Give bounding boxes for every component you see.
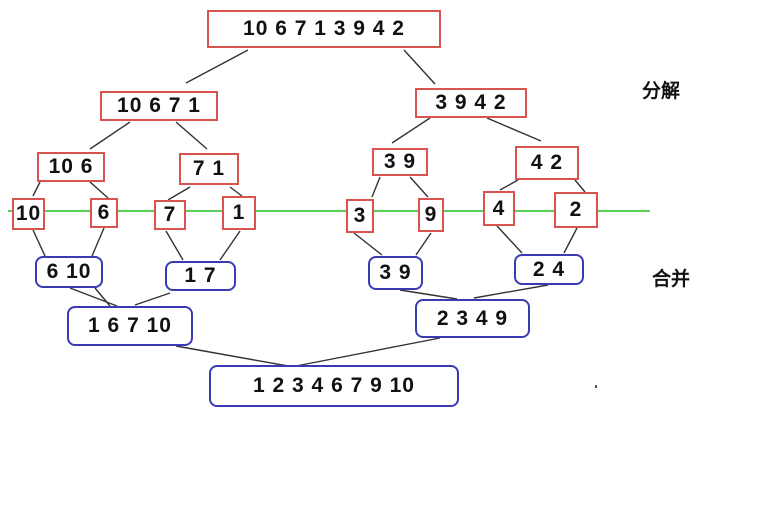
merge-node-1-6-7-10: 1 6 7 10 (67, 306, 193, 346)
connector-line (185, 49, 249, 84)
connector-line (415, 232, 432, 256)
split-node-right-right: 4 2 (515, 146, 579, 180)
connector-line (403, 49, 436, 85)
connector-line (89, 181, 109, 199)
split-leaf-4: 4 (483, 191, 515, 226)
connector-line (91, 227, 105, 257)
connector-line (229, 186, 243, 197)
connector-line (165, 230, 184, 261)
connector-line (486, 117, 542, 142)
split-leaf-2: 2 (554, 192, 598, 228)
connector-line (94, 287, 111, 307)
merge-phase-label: 合并 (652, 268, 691, 290)
connector-line (563, 227, 578, 254)
merge-node-1-7: 1 7 (165, 261, 236, 291)
connector-line (409, 176, 429, 198)
merge-node-result: 1 2 3 4 6 7 9 10 (209, 365, 459, 407)
connector-lines (32, 49, 586, 367)
connector-line (399, 289, 458, 300)
split-node-left: 10 6 7 1 (100, 91, 218, 121)
split-node-right: 3 9 4 2 (415, 88, 527, 118)
connector-line (574, 179, 586, 193)
connector-line (89, 121, 131, 150)
connector-line (219, 230, 241, 261)
merge-node-2-4: 2 4 (514, 254, 584, 285)
connector-line (371, 176, 381, 198)
merge-node-6-10: 6 10 (35, 256, 103, 288)
connector-line (391, 117, 431, 144)
connector-line (175, 121, 208, 150)
connector-line (167, 186, 191, 201)
merge-node-3-9: 3 9 (368, 256, 423, 290)
connector-line (32, 181, 41, 197)
connector-line (295, 337, 441, 367)
split-leaf-10: 10 (12, 198, 45, 230)
connector-line (32, 229, 46, 257)
split-node-root: 10 6 7 1 3 9 4 2 (207, 10, 441, 48)
split-leaf-3: 3 (346, 199, 374, 233)
connector-line (134, 292, 171, 306)
split-node-left-right: 7 1 (179, 153, 239, 185)
connector-line (353, 232, 383, 256)
split-node-left-left: 10 6 (37, 152, 105, 182)
connector-line (499, 179, 519, 191)
connector-line (69, 287, 118, 307)
stray-dot (595, 385, 597, 388)
merge-node-2-3-4-9: 2 3 4 9 (415, 299, 530, 338)
connector-line (496, 225, 523, 254)
split-leaf-9: 9 (418, 198, 444, 232)
split-leaf-1: 1 (222, 196, 256, 230)
split-leaf-7: 7 (154, 200, 186, 230)
connector-line (473, 284, 549, 299)
split-phase-label: 分解 (642, 80, 681, 102)
split-node-right-left: 3 9 (372, 148, 428, 176)
split-leaf-6: 6 (90, 198, 118, 228)
connector-line (175, 345, 289, 367)
